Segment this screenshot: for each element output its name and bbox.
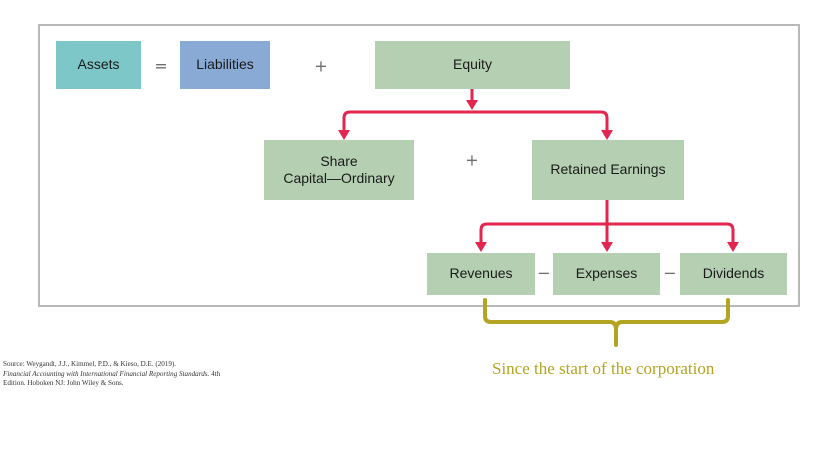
assets-box: Assets: [56, 41, 141, 89]
liabilities-box: Liabilities: [180, 41, 270, 89]
equity-label: Equity: [453, 56, 492, 73]
arrowhead-equity: [466, 100, 478, 110]
dividends-label: Dividends: [702, 265, 765, 282]
expenses-label: Expenses: [575, 265, 638, 282]
source-edition: 4th Edition. Hoboken NJ: John Wiley & So…: [3, 369, 221, 388]
source-book-title: Financial Accounting with International …: [3, 369, 210, 378]
share-capital-label: Share Capital—Ordinary: [283, 152, 395, 187]
caption-since-start: Since the start of the corporation: [492, 359, 715, 378]
equals-operator: =: [154, 56, 168, 76]
source-citation: Source: Weygandt, J.J., Kimmel, P.D., & …: [3, 360, 243, 389]
dividends-box: Dividends: [680, 253, 787, 295]
share-capital-box: Share Capital—Ordinary: [264, 140, 414, 200]
arrowhead-share-capital: [338, 130, 350, 140]
arrowhead-expenses: [601, 242, 613, 252]
retained-earnings-label: Retained Earnings: [550, 161, 666, 178]
source-line-2: Financial Accounting with International …: [3, 370, 243, 389]
revenues-label: Revenues: [449, 265, 513, 282]
retained-earnings-box: Retained Earnings: [532, 140, 684, 200]
liabilities-label: Liabilities: [196, 56, 254, 73]
minus-operator-1: −: [537, 263, 551, 283]
assets-label: Assets: [77, 56, 120, 73]
equity-branch-line: [342, 110, 609, 130]
brace: [483, 298, 730, 347]
source-line-1: Source: Weygandt, J.J., Kimmel, P.D., & …: [3, 360, 177, 368]
arrowhead-dividends: [727, 242, 739, 252]
plus-operator-middle: +: [465, 150, 479, 170]
arrowhead-retained-earnings: [601, 130, 613, 140]
revenues-box: Revenues: [427, 253, 535, 295]
equity-box: Equity: [375, 41, 570, 89]
expenses-box: Expenses: [553, 253, 660, 295]
minus-operator-2: −: [663, 263, 677, 283]
plus-operator-top: +: [314, 56, 328, 76]
arrowhead-revenues: [475, 242, 487, 252]
